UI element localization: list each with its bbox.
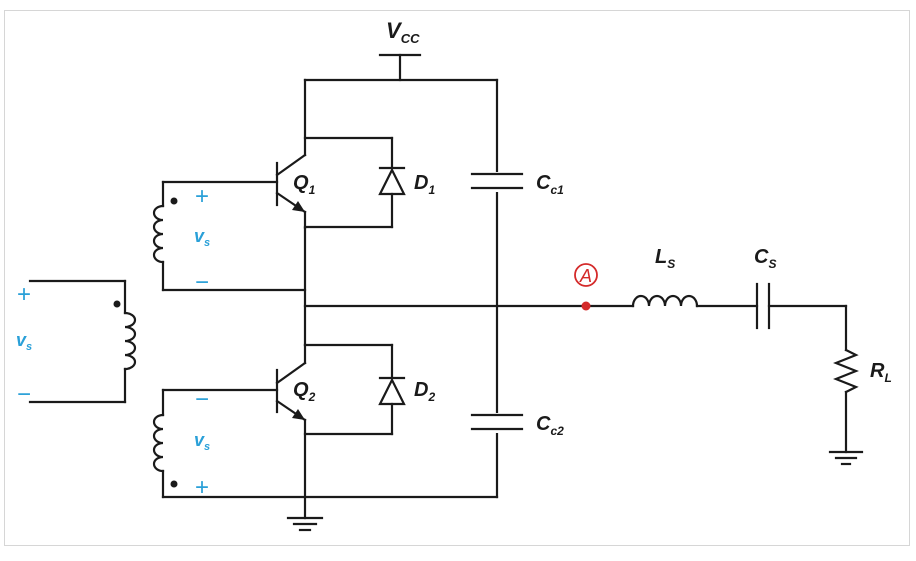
primary-source-label: vs: [16, 330, 32, 353]
capacitor-cc2: [470, 413, 524, 433]
primary-plus-sign: +: [17, 281, 31, 308]
cs-label: CS: [754, 246, 776, 271]
transistor-q2: [275, 343, 307, 520]
inductor-ls: [631, 294, 759, 308]
q2-label: Q2: [293, 379, 316, 404]
capacitor-cc1: [470, 172, 524, 192]
ground-symbol-right: [828, 450, 864, 466]
lower-source-label: vs: [194, 430, 210, 453]
d2-label: D2: [414, 379, 435, 404]
transistor-q1: [275, 153, 307, 230]
primary-winding: [28, 279, 137, 404]
ground-symbol-left: [286, 516, 324, 532]
vcc-terminal: [378, 53, 422, 82]
d1-label: D1: [414, 172, 435, 197]
node-a-dot: [581, 301, 591, 311]
lower-drive-coil: [152, 388, 499, 499]
ls-label: LS: [655, 246, 675, 271]
resistor-rl: [833, 304, 859, 454]
upper-source-label: vs: [194, 226, 210, 249]
diode-d1: [303, 136, 406, 229]
node-a-label: A: [579, 266, 592, 286]
upper-minus-sign: −: [195, 269, 209, 296]
primary-minus-sign: −: [17, 381, 31, 408]
upper-plus-sign: +: [195, 183, 209, 210]
diode-d2: [303, 343, 406, 436]
capacitor-cs: [755, 282, 848, 330]
lower-plus-sign: +: [195, 474, 209, 501]
vcc-label: VCC: [386, 18, 420, 46]
cc2-label: Cc2: [536, 413, 564, 438]
lower-minus-sign: −: [195, 386, 209, 413]
q1-label: Q1: [293, 172, 316, 197]
upper-drive-coil: [152, 180, 307, 292]
diagram-frame: [4, 10, 910, 546]
rl-label: RL: [870, 360, 892, 385]
cc1-label: Cc1: [536, 172, 564, 197]
node-a-marker: [574, 263, 598, 287]
